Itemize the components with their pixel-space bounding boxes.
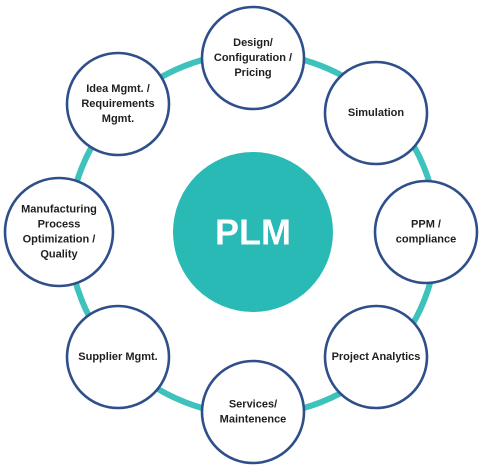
node-label-manufacturing-line-1: Manufacturing [21,204,97,216]
node-label-ppm-line-2: compliance [396,234,457,246]
node-circle-simulation [323,60,429,166]
node-simulation: Simulation [323,60,429,166]
node-circle-design [200,5,306,111]
node-services: Services/Maintenence [200,359,306,465]
node-label-idea-line-3: Mgmt. [102,113,134,125]
node-circle-supplier [65,304,171,410]
plm-nodes: Design/Configuration / PricingSimulationP… [3,5,479,465]
plm-center-label: PLM [215,212,291,253]
node-label-supplier-line-1: Supplier Mgmt. [78,351,157,363]
node-project-analytics: Project Analytics [323,304,429,410]
node-label-design-line-1: Design/ [233,37,273,49]
node-circle-ppm [373,179,479,285]
node-label-idea-line-1: Idea Mgmt. / [86,83,150,95]
node-label-design-line-2: Configuration / [214,52,292,64]
node-label-ppm-line-1: PPM / [411,219,441,231]
node-label-services-line-1: Services/ [229,399,277,411]
node-circle-services [200,359,306,465]
node-label-manufacturing-line-3: Optimization / [23,234,96,246]
node-circle-idea [65,51,171,157]
node-label-design-line-3: Pricing [234,67,271,79]
node-label-idea-line-2: Requirements [81,98,154,110]
node-design: Design/Configuration / Pricing [200,5,306,111]
plm-center-circle [173,152,333,312]
node-label-manufacturing-line-2: Process [38,219,81,231]
node-label-manufacturing-line-4: Quality [40,249,78,261]
node-label-project-analytics-line-1: Project Analytics [332,351,421,363]
node-ppm: PPM / compliance [373,179,479,285]
node-circle-project-analytics [323,304,429,410]
node-circle-manufacturing [3,176,115,288]
node-label-simulation-line-1: Simulation [348,107,405,119]
node-supplier: Supplier Mgmt. [65,304,171,410]
node-label-services-line-2: Maintenence [220,414,287,426]
